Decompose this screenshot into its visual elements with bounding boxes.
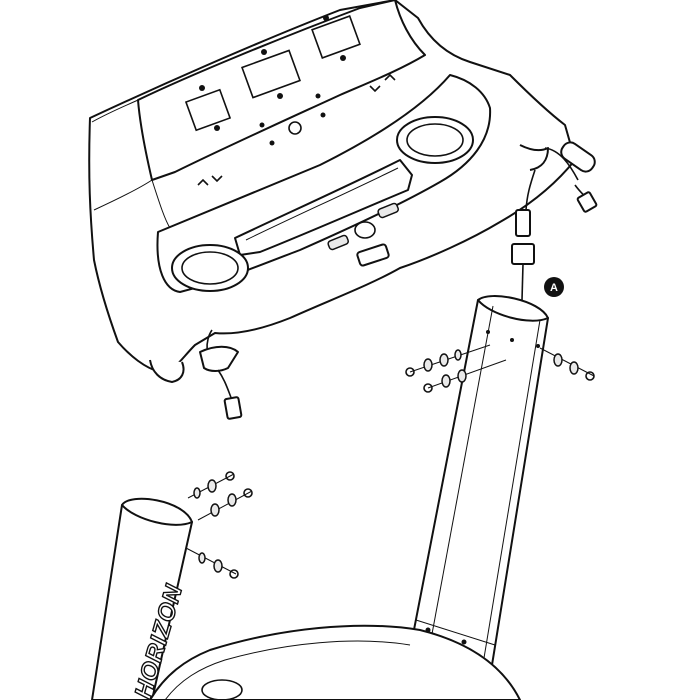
bolt-set-upper-right <box>405 344 491 377</box>
treadmill-console <box>88 0 576 383</box>
callout-a-badge <box>544 277 564 297</box>
key-toggle-right <box>377 202 399 219</box>
display-window-left <box>184 88 232 132</box>
chevron-up-down-icon-left <box>197 175 223 186</box>
bolt-set-outer-right <box>539 347 595 381</box>
chevron-up-down-icon-right <box>369 73 396 93</box>
bolt-set-lower-right <box>423 359 507 393</box>
display-window-center <box>241 49 301 99</box>
start-button-icon <box>288 121 302 135</box>
right-upright-tube <box>411 295 549 666</box>
bolt-set-left-upper <box>187 471 235 499</box>
callout-a-label: A <box>550 282 558 294</box>
display-window-right <box>311 15 361 59</box>
fan-button <box>354 221 376 239</box>
key-toggle-left <box>327 234 349 251</box>
callout-a: A <box>544 277 564 297</box>
bolt-set-left-middle <box>197 488 253 521</box>
bolt-set-left-lower <box>185 547 239 579</box>
motor-hood-base <box>149 624 521 700</box>
console-cable-connectors <box>199 141 598 420</box>
bolt-washer-sets <box>185 344 595 579</box>
